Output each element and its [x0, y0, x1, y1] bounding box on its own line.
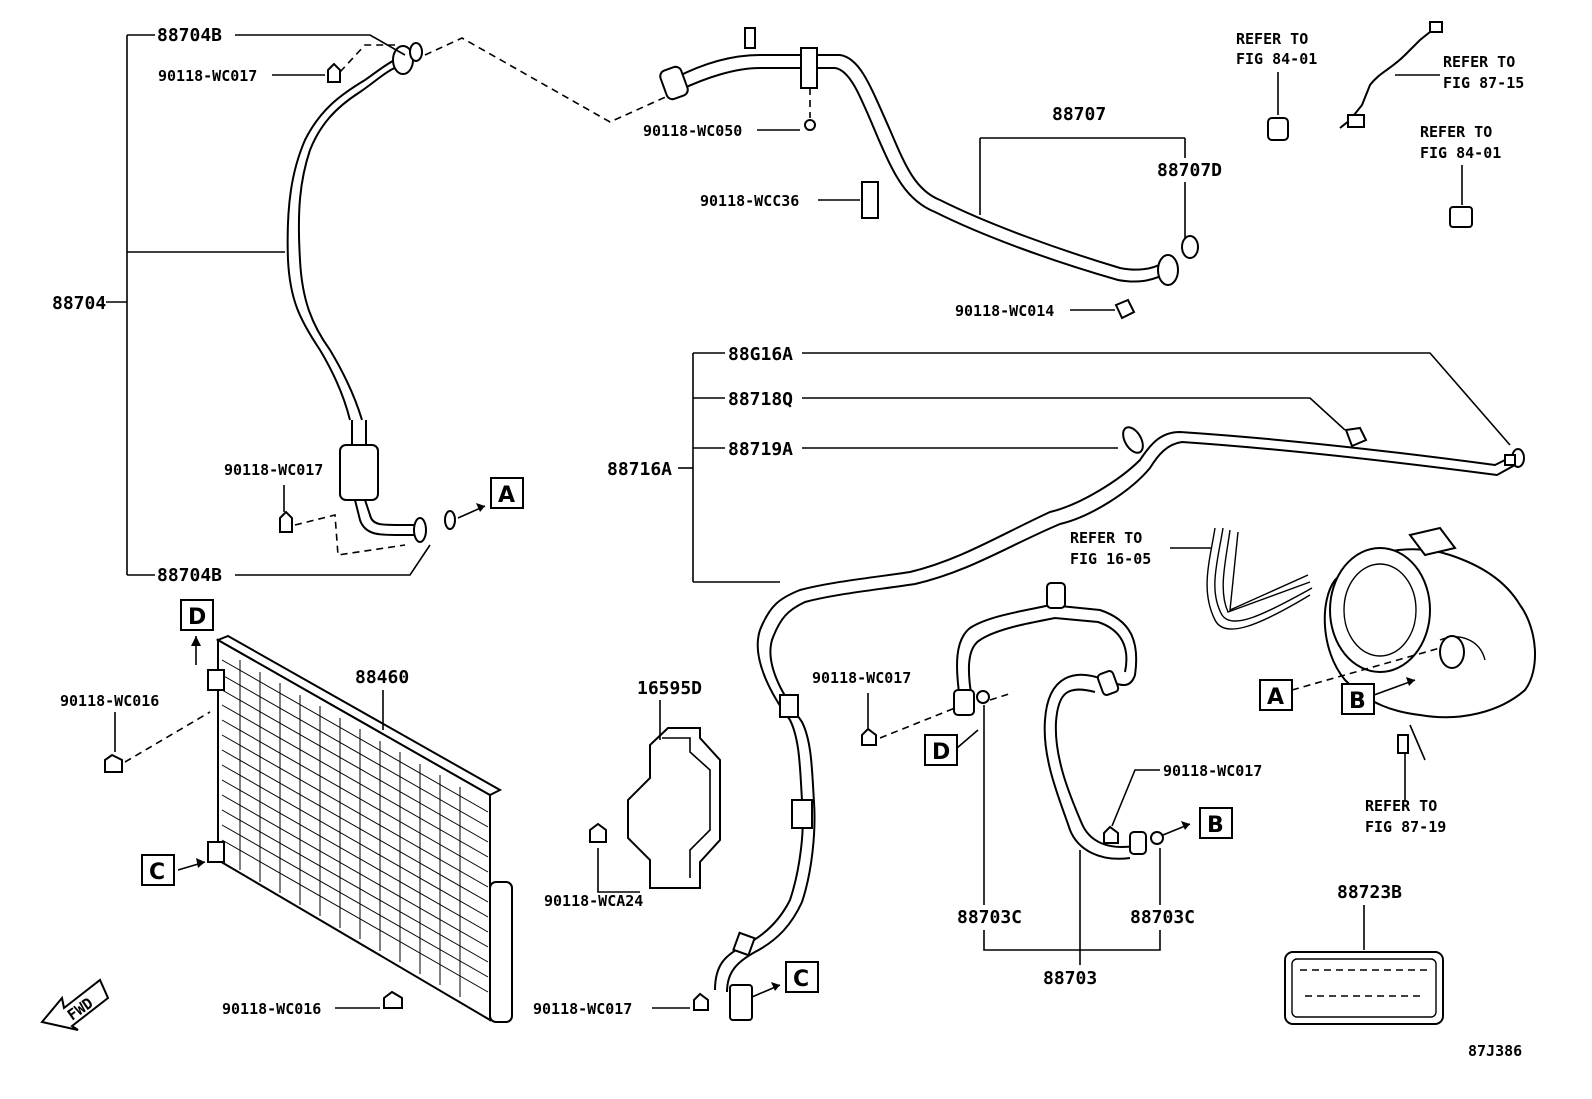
discharge-hose-88704[interactable]	[279, 42, 456, 556]
liquid-tube-88716A[interactable]	[693, 424, 1525, 1021]
label-88707: 88707	[1052, 104, 1106, 125]
label-88719A: 88719A	[728, 439, 793, 460]
svg-text:D: D	[188, 605, 206, 630]
condenser-88460[interactable]	[104, 634, 513, 1023]
svg-text:B: B	[1207, 813, 1224, 838]
svg-text:C: C	[793, 967, 809, 992]
bracket-88716A	[652, 352, 1511, 1009]
label-88704B-bottom: 88704B	[157, 565, 222, 586]
label-16595D: 16595D	[637, 678, 702, 699]
drive-belt[interactable]	[1170, 527, 1313, 630]
svg-text:B: B	[1349, 689, 1366, 714]
refer-label-3-line1: REFER TO	[1420, 123, 1492, 141]
fwd-arrow-icon: FWD	[40, 978, 110, 1031]
label-88703C-b: 88703C	[1130, 907, 1195, 928]
svg-text:D: D	[932, 740, 950, 765]
svg-text:C: C	[149, 860, 165, 885]
svg-text:A: A	[1267, 685, 1284, 710]
label-88704B-top: 88704B	[157, 25, 222, 46]
refer-label-3-line2: FIG 84-01	[1420, 144, 1501, 162]
connector-refer-84-01-a[interactable]	[1267, 72, 1289, 141]
bracket-88460	[114, 636, 384, 1009]
refer-label-5-line2: FIG 87-19	[1365, 818, 1446, 836]
refer-label-4-line2: FIG 16-05	[1070, 550, 1151, 568]
callout-box-c-condenser[interactable]: C	[141, 854, 175, 886]
label-90118-wc014: 90118-WC014	[955, 302, 1054, 320]
wire-refer-87-15[interactable]	[1339, 21, 1443, 129]
bracket-88704	[106, 34, 431, 576]
label-88723B: 88723B	[1337, 882, 1402, 903]
label-90118-wca24: 90118-WCA24	[544, 892, 643, 910]
svg-text:A: A	[498, 483, 515, 508]
refer-label-1-line2: FIG 84-01	[1236, 50, 1317, 68]
label-88703C-a: 88703C	[957, 907, 1022, 928]
suction-hose-88703[interactable]	[861, 582, 1191, 860]
label-88707D: 88707D	[1157, 160, 1222, 181]
callout-box-a-left[interactable]: A	[490, 477, 524, 509]
diagram-code: 87J386	[1468, 1042, 1522, 1060]
refer-label-2-line2: FIG 87-15	[1443, 74, 1524, 92]
callout-c-arrow-bottom	[751, 982, 781, 998]
connector-refer-84-01-b[interactable]	[1449, 165, 1473, 228]
callout-box-a-compressor[interactable]: A	[1259, 647, 1441, 711]
label-90118-wc017-a: 90118-WC017	[158, 67, 257, 85]
label-90118-wc050: 90118-WC050	[643, 122, 742, 140]
bracket-88703	[867, 693, 1161, 965]
cover-16595D[interactable]	[589, 700, 721, 893]
label-88716A: 88716A	[607, 459, 672, 480]
bracket-88707	[757, 129, 1186, 311]
connection-dashed-line	[424, 37, 671, 123]
callout-box-d-hose[interactable]: D	[924, 729, 979, 766]
suction-tube-88707[interactable]	[659, 27, 1199, 320]
label-90118-wc016-a: 90118-WC016	[60, 692, 159, 710]
callout-box-d-condenser[interactable]: D	[180, 599, 214, 631]
callout-box-b-hose[interactable]: B	[1199, 807, 1233, 839]
refer-label-2-line1: REFER TO	[1443, 53, 1515, 71]
label-90118-wc017-e: 90118-WC017	[1163, 762, 1262, 780]
label-88704: 88704	[52, 293, 106, 314]
label-88G16A: 88G16A	[728, 344, 793, 365]
callout-a-arrow	[457, 503, 486, 519]
callout-box-b-compressor[interactable]: B	[1341, 677, 1416, 715]
callout-box-c-bottom[interactable]: C	[785, 961, 819, 993]
label-88460: 88460	[355, 667, 409, 688]
label-88703: 88703	[1043, 968, 1097, 989]
refer-label-1-line1: REFER TO	[1236, 30, 1308, 48]
label-88718Q: 88718Q	[728, 389, 793, 410]
label-90118-wcc36: 90118-WCC36	[700, 192, 799, 210]
label-90118-wc016-b: 90118-WC016	[222, 1000, 321, 1018]
refer-label-5-line1: REFER TO	[1365, 797, 1437, 815]
label-90118-wc017-d: 90118-WC017	[812, 669, 911, 687]
caution-label-88723B[interactable]	[1284, 905, 1444, 1025]
refer-label-4-line1: REFER TO	[1070, 529, 1142, 547]
ac-compressor[interactable]	[1323, 526, 1536, 800]
label-90118-wc017-b: 90118-WC017	[224, 461, 323, 479]
label-90118-wc017-c: 90118-WC017	[533, 1000, 632, 1018]
